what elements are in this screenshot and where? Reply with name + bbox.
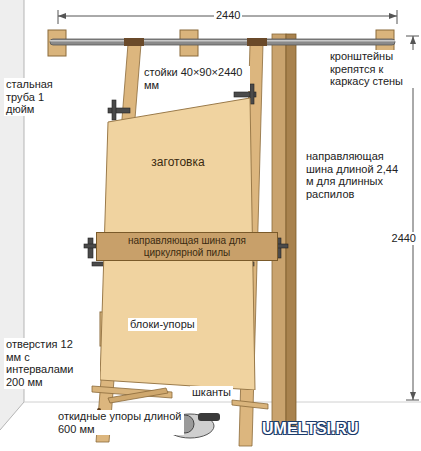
guide-rail-band: направляющая шина для циркулярной пилы <box>96 232 278 261</box>
panel-label: заготовка <box>100 156 256 170</box>
part-name: блоки-упоры <box>128 318 197 331</box>
dimension: 2440 <box>390 232 418 245</box>
dimension: 2440 <box>214 9 242 22</box>
part-name: направляющая шина длиной 2,44 м для длин… <box>304 150 404 201</box>
part-name: откидные упоры длиной 600 мм <box>56 410 184 435</box>
part-name: стойки 40×90×2440 мм <box>142 66 250 91</box>
part-name: кронштейны крепятся к каркасу стены <box>328 50 416 88</box>
part-name: шканты <box>190 386 233 399</box>
rail-label: направляющая шина для циркулярной пилы <box>97 235 277 258</box>
part-name: стальная труба 1 дюйм <box>4 78 64 116</box>
part-name: отверстия 12 мм с интервалами 200 мм <box>4 338 80 389</box>
watermark: UMELTSI.RU <box>262 420 359 438</box>
